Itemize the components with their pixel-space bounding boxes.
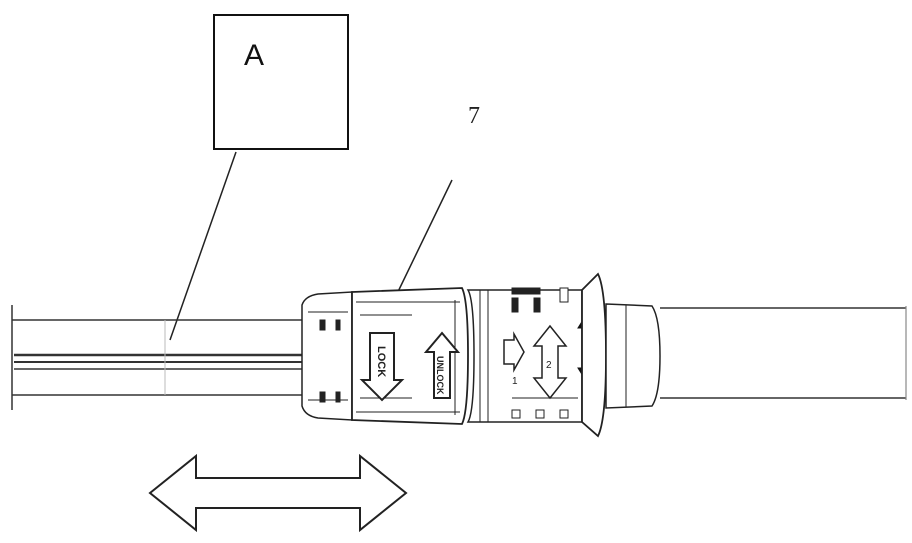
right-arrow-mark-icon: 1	[503, 331, 525, 387]
label-box-text: A	[244, 39, 264, 72]
lock-label: LOCK	[375, 346, 387, 377]
reference-number-7: 7	[468, 103, 480, 129]
mark-one: 1	[512, 376, 518, 387]
double-arrow-mark-icon: 2	[532, 324, 568, 400]
lock-arrow-icon: LOCK	[359, 332, 405, 402]
left-cable	[11, 305, 302, 410]
leader-line-7	[393, 179, 453, 301]
movement-double-arrow-icon	[148, 453, 408, 533]
connector-nut	[301, 291, 353, 421]
right-cable	[660, 306, 907, 400]
end-cap	[581, 272, 661, 438]
unlock-label: UNLOCK	[435, 356, 445, 395]
leader-line-a	[169, 151, 237, 341]
label-box-a: A	[213, 14, 349, 150]
unlock-arrow-icon: UNLOCK	[423, 331, 461, 399]
mark-two: 2	[546, 360, 552, 371]
connector-body	[466, 287, 583, 423]
